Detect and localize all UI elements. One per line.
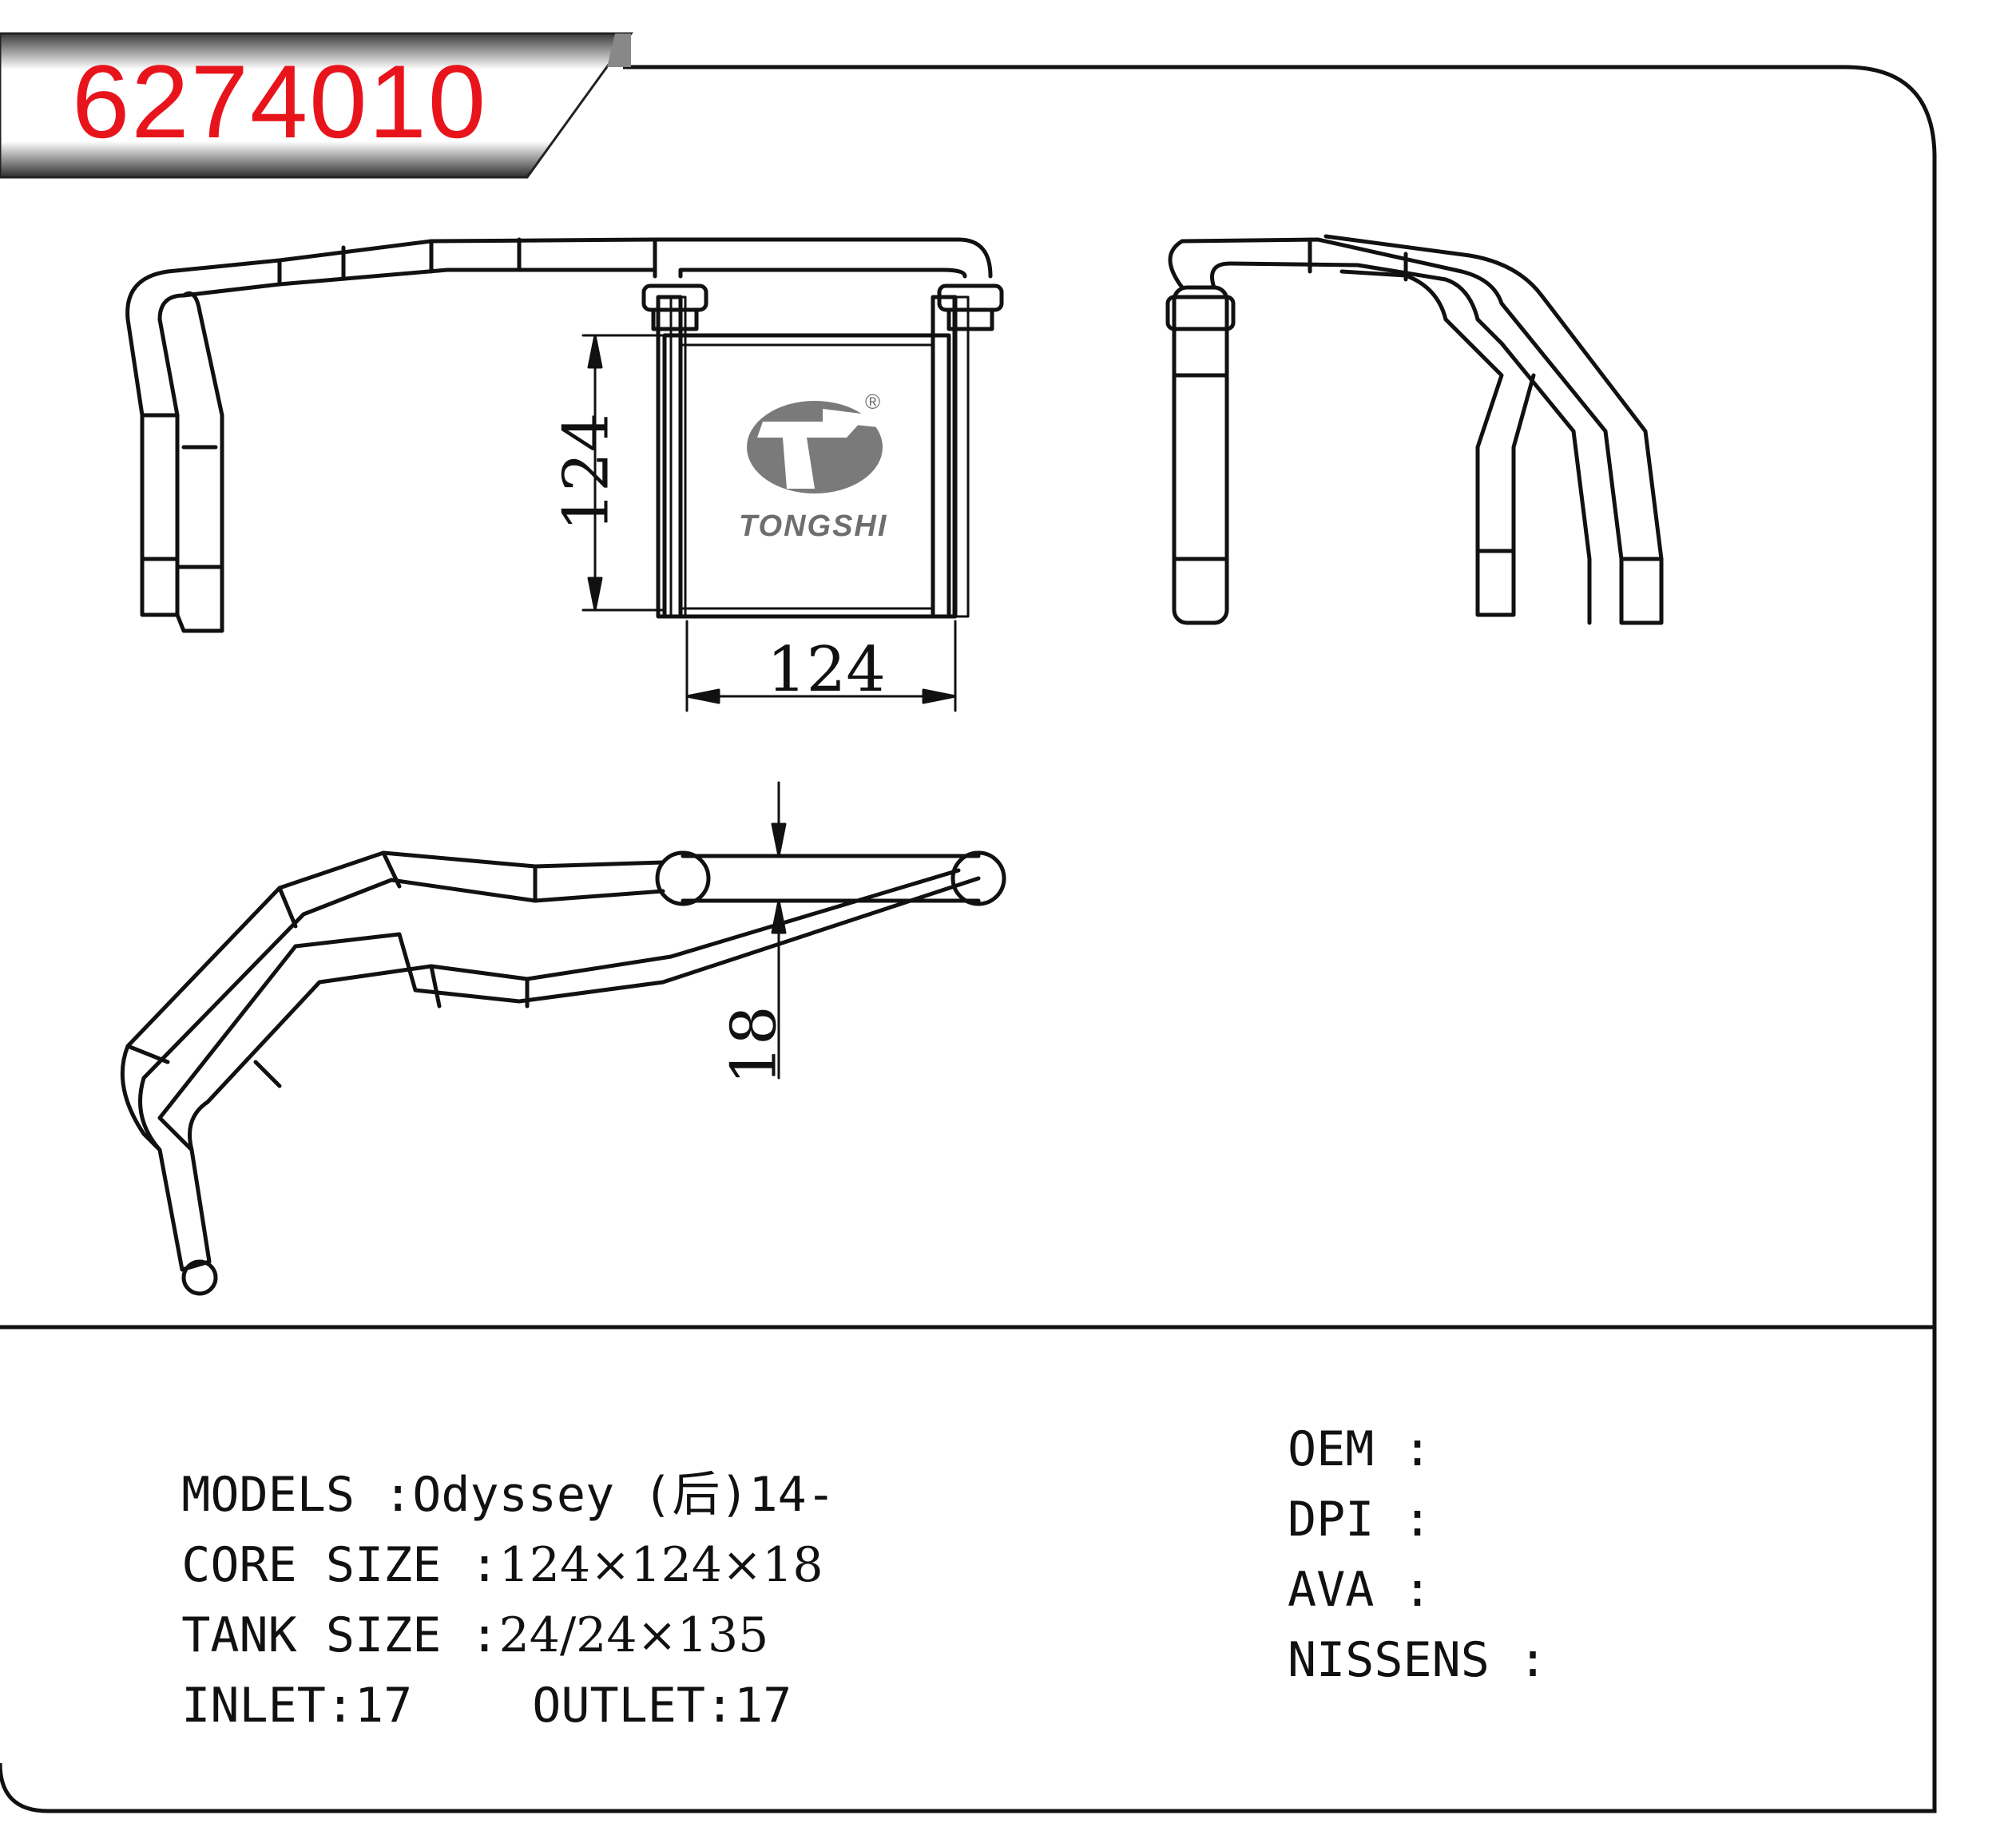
part-number-banner — [0, 32, 633, 179]
tank-size-value: 24/24×135 — [498, 1607, 769, 1663]
dimension-height-label: 124 — [550, 412, 623, 532]
outlet-label: OUTLET: — [532, 1678, 735, 1734]
oem-label: OEM : — [1288, 1421, 1432, 1477]
models-label: MODELS : — [181, 1467, 413, 1523]
core-size-row: CORE SIZE :124×124×18 — [124, 1493, 823, 1589]
dimension-lines-front — [581, 334, 957, 712]
core-size-label: CORE SIZE : — [181, 1537, 499, 1593]
ava-label: AVA : — [1288, 1562, 1432, 1618]
inlet-value: 17 — [355, 1678, 413, 1734]
tongshi-logo-mark — [747, 401, 887, 493]
registered-mark: ® — [865, 390, 881, 414]
dpi-label: DPI : — [1288, 1492, 1432, 1548]
outlet-value: 17 — [734, 1678, 792, 1734]
models-row: MODELS :Odyssey (后)14- — [124, 1423, 835, 1519]
core-size-value: 124×124×18 — [498, 1537, 823, 1593]
tank-size-label: TANK SIZE : — [181, 1607, 499, 1663]
side-view — [1165, 234, 1664, 625]
front-view — [125, 237, 1004, 633]
inlet-label: INLET: — [181, 1678, 355, 1734]
part-number: 6274010 — [72, 43, 488, 160]
models-value: Odyssey (后)14- — [412, 1467, 835, 1523]
nissens-label: NISSENS : — [1288, 1632, 1548, 1688]
tank-size-row: TANK SIZE :24/24×135 — [124, 1563, 768, 1659]
dimension-thickness-label: 18 — [718, 1005, 791, 1085]
dimension-width-label: 124 — [767, 634, 886, 706]
dimension-lines-top — [771, 781, 787, 1080]
brand-name: TONGSHI — [739, 509, 888, 543]
top-view — [120, 850, 1006, 1296]
